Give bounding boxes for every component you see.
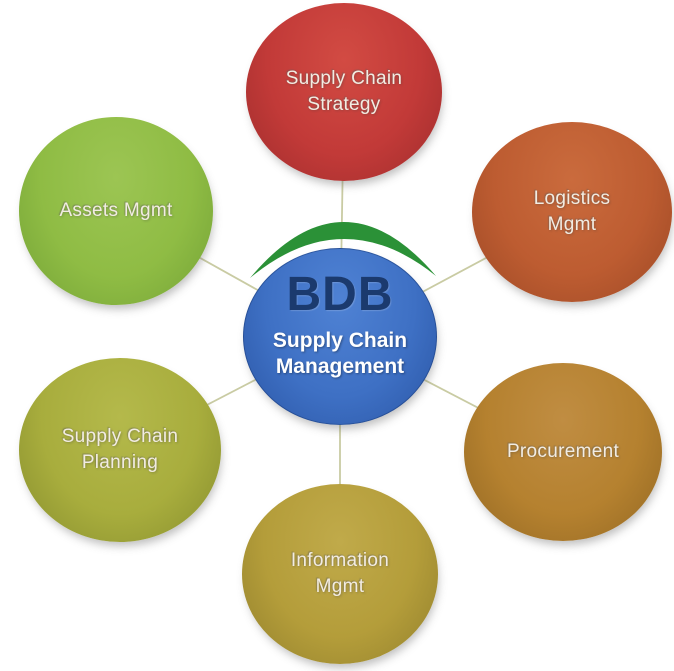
node-label-assets-mgmt: Assets Mgmt xyxy=(59,199,173,221)
hub-title-text: Supply Chain Management xyxy=(272,329,408,379)
hub-circle: BDB Supply Chain Management xyxy=(243,248,437,425)
node-label-supply-chain-planning: Supply Chain Planning xyxy=(61,425,179,473)
node-supply-chain-planning: Supply Chain Planning xyxy=(19,358,221,542)
node-assets-mgmt: Assets Mgmt xyxy=(19,117,213,305)
node-label-logistics-mgmt: Logistics Mgmt xyxy=(533,187,611,235)
node-information-mgmt: Information Mgmt xyxy=(242,484,438,664)
node-label-procurement: Procurement xyxy=(506,440,620,462)
node-label-supply-chain-strategy: Supply Chain Strategy xyxy=(285,67,403,115)
node-supply-chain-strategy: Supply Chain Strategy xyxy=(246,3,442,181)
hub-brand-text: BDB xyxy=(286,268,394,321)
node-logistics-mgmt: Logistics Mgmt xyxy=(472,122,672,302)
node-procurement: Procurement xyxy=(464,363,662,541)
node-label-information-mgmt: Information Mgmt xyxy=(290,549,390,597)
